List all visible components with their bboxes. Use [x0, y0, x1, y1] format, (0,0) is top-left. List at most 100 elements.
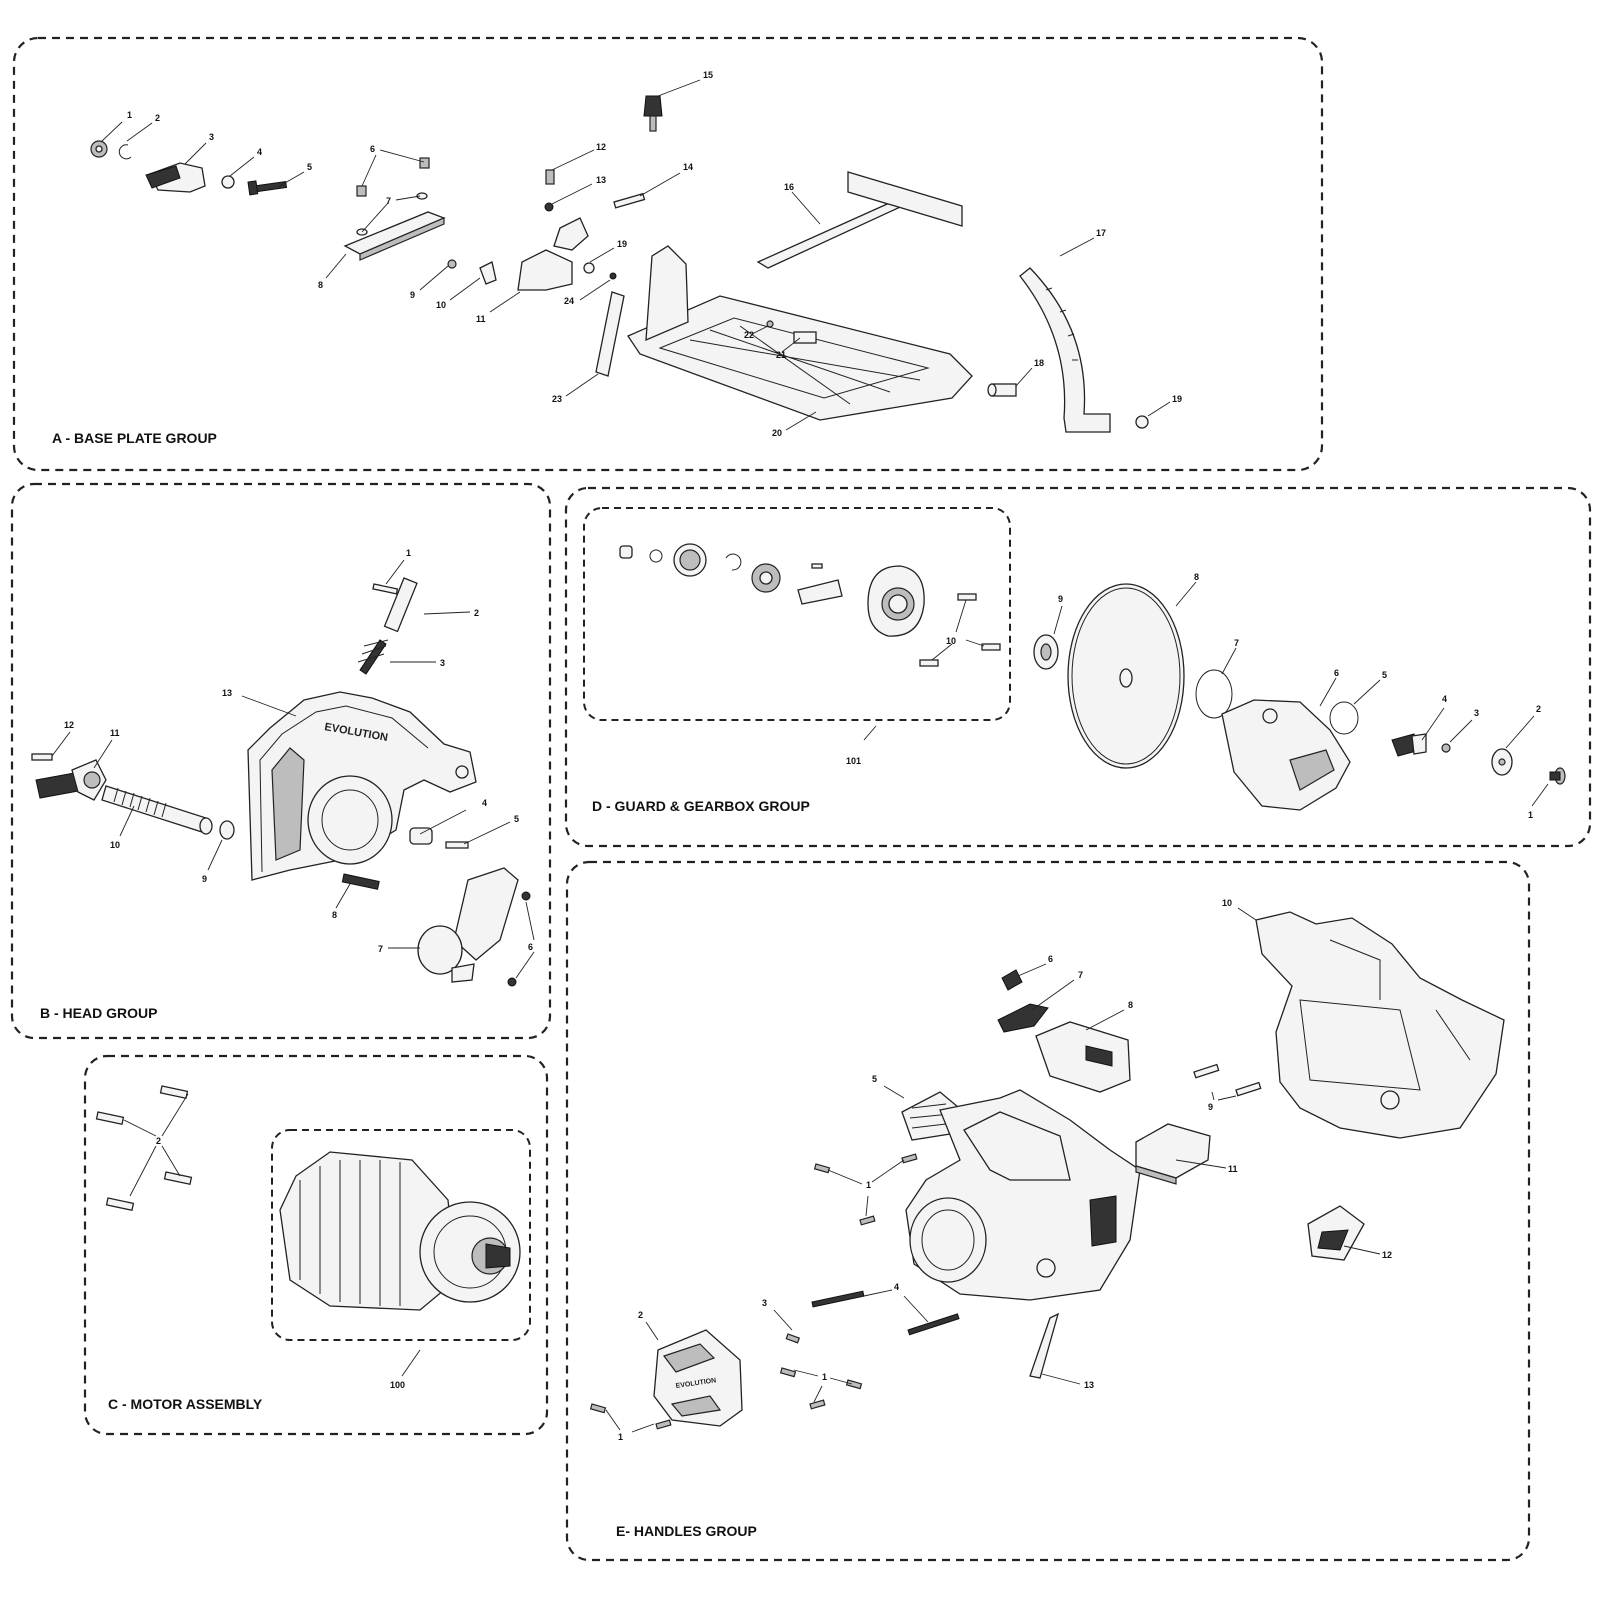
part-e-housing-left [905, 1089, 1141, 1301]
group-a-leaders [100, 79, 1171, 431]
part-b1-pin [372, 583, 399, 595]
part-d1-bolt [1549, 767, 1566, 785]
part-d6-lower-guard [1221, 699, 1351, 811]
part-number-label: 14 [683, 162, 693, 172]
part-number-label: 8 [318, 280, 323, 290]
group-c-motor: C - MOTOR ASSEMBLY 2 100 [83, 1054, 549, 1436]
part-d8-blade [1067, 583, 1185, 769]
part-number-label: 2 [156, 1136, 161, 1146]
part-number-label: 1 [1528, 810, 1533, 820]
part-number-label: 19 [1172, 394, 1182, 404]
part-number-label: 6 [1048, 954, 1053, 964]
part-d9-flange [1033, 634, 1059, 670]
part-a19-washer-left [583, 262, 595, 274]
part-a13-nut [544, 202, 554, 212]
part-number-label: 8 [1194, 572, 1199, 582]
group-c-motor-subassembly-frame [271, 1129, 531, 1341]
group-c-leaders [123, 1093, 421, 1377]
part-b4-bushing [409, 827, 433, 845]
part-number-label: 6 [528, 942, 533, 952]
group-d-frame [564, 486, 1592, 848]
part-a20-base-plate [627, 245, 973, 421]
part-number-label: 6 [1334, 668, 1339, 678]
part-number-label: 22 [744, 330, 754, 340]
part-number-label: 12 [64, 720, 74, 730]
group-d-title: D - GUARD & GEARBOX GROUP [592, 798, 810, 814]
part-number-label: 3 [1474, 708, 1479, 718]
part-number-label: 9 [202, 874, 207, 884]
group-b-leaders [51, 559, 535, 979]
part-a6-screws [356, 157, 430, 197]
part-number-label: 5 [307, 162, 312, 172]
part-number-label: 2 [474, 608, 479, 618]
part-number-label: 4 [1442, 694, 1447, 704]
part-number-label: 20 [772, 428, 782, 438]
part-a15-knob [643, 95, 663, 132]
part-e2-cover: EVOLUTION [653, 1329, 743, 1427]
part-number-label: 19 [617, 239, 627, 249]
part-number-label: 3 [762, 1298, 767, 1308]
part-number-label: 1 [866, 1180, 871, 1190]
group-a-part-numbers: 1 2 3 4 5 6 7 8 9 10 11 12 13 14 15 16 1… [127, 70, 1182, 438]
part-number-label: 23 [552, 394, 562, 404]
group-c-part-numbers: 2 100 [156, 1136, 405, 1390]
part-number-label: 8 [1128, 1000, 1133, 1010]
part-number-label: 2 [1536, 704, 1541, 714]
part-number-label: 18 [1034, 358, 1044, 368]
part-number-label: 17 [1096, 228, 1106, 238]
part-b10-threaded-rod [101, 785, 213, 835]
part-number-label: 4 [894, 1282, 899, 1292]
part-b13-blade-guard: EVOLUTION [247, 691, 477, 881]
part-number-label: 21 [776, 350, 786, 360]
group-d-gearbox-subassembly-frame [583, 507, 1011, 721]
part-a8-rail [343, 211, 446, 261]
part-a12-screw [545, 169, 555, 185]
part-a22-pin [766, 320, 774, 328]
part-a1-nut [90, 140, 108, 158]
group-b-head: B - HEAD GROUP EVOLUTION [10, 482, 552, 1040]
part-d4-lever [1391, 733, 1427, 757]
part-b7-dust-port [417, 867, 519, 983]
part-number-label: 9 [1058, 594, 1063, 604]
group-a-base-plate: A - BASE PLATE GROUP [12, 36, 1324, 472]
part-a9-pin [447, 259, 457, 269]
group-b-frame [10, 482, 552, 1040]
part-number-label: 100 [390, 1380, 405, 1390]
part-number-label: 15 [703, 70, 713, 80]
group-e-handles: E- HANDLES GROUP [565, 860, 1531, 1562]
part-number-label: 7 [1234, 638, 1239, 648]
part-number-label: 12 [596, 142, 606, 152]
part-b12-screw [31, 753, 53, 761]
part-number-label: 7 [378, 944, 383, 954]
part-b2-tube [383, 577, 418, 633]
group-c-frame [83, 1054, 549, 1436]
part-number-label: 5 [872, 1074, 877, 1084]
part-d7-ring [1195, 669, 1233, 719]
part-d5-ring [1329, 701, 1359, 735]
part-e13-hex-key [1029, 1312, 1060, 1379]
group-b-title: B - HEAD GROUP [40, 1005, 157, 1021]
part-e6-spring [1001, 969, 1023, 991]
group-d-leaders [863, 581, 1549, 807]
part-number-label: 7 [1078, 970, 1083, 980]
part-b3-spring [357, 639, 389, 675]
part-number-label: 1 [127, 110, 132, 120]
group-d-guard-gearbox: D - GUARD & GEARBOX GROUP [564, 486, 1592, 848]
part-number-label: 3 [209, 132, 214, 142]
part-number-label: 11 [110, 728, 120, 738]
part-number-label: 13 [1084, 1380, 1094, 1390]
part-a-bracket-top [553, 217, 589, 251]
group-e-part-numbers: 1 1 1 2 3 4 5 6 7 8 9 10 11 12 13 [618, 898, 1392, 1442]
part-number-label: 10 [436, 300, 446, 310]
part-b9-washer [219, 820, 235, 840]
part-e7-trigger [997, 1003, 1049, 1033]
part-a10-clamp [479, 261, 497, 285]
group-e-frame [565, 860, 1531, 1562]
part-number-label: 13 [222, 688, 232, 698]
part-number-label: 7 [386, 196, 391, 206]
part-e3-screw [785, 1333, 801, 1344]
part-number-label: 4 [257, 147, 262, 157]
part-e9-screws [1193, 1063, 1262, 1097]
group-a-title: A - BASE PLATE GROUP [52, 430, 217, 446]
part-a16-rip-fence [756, 171, 963, 269]
